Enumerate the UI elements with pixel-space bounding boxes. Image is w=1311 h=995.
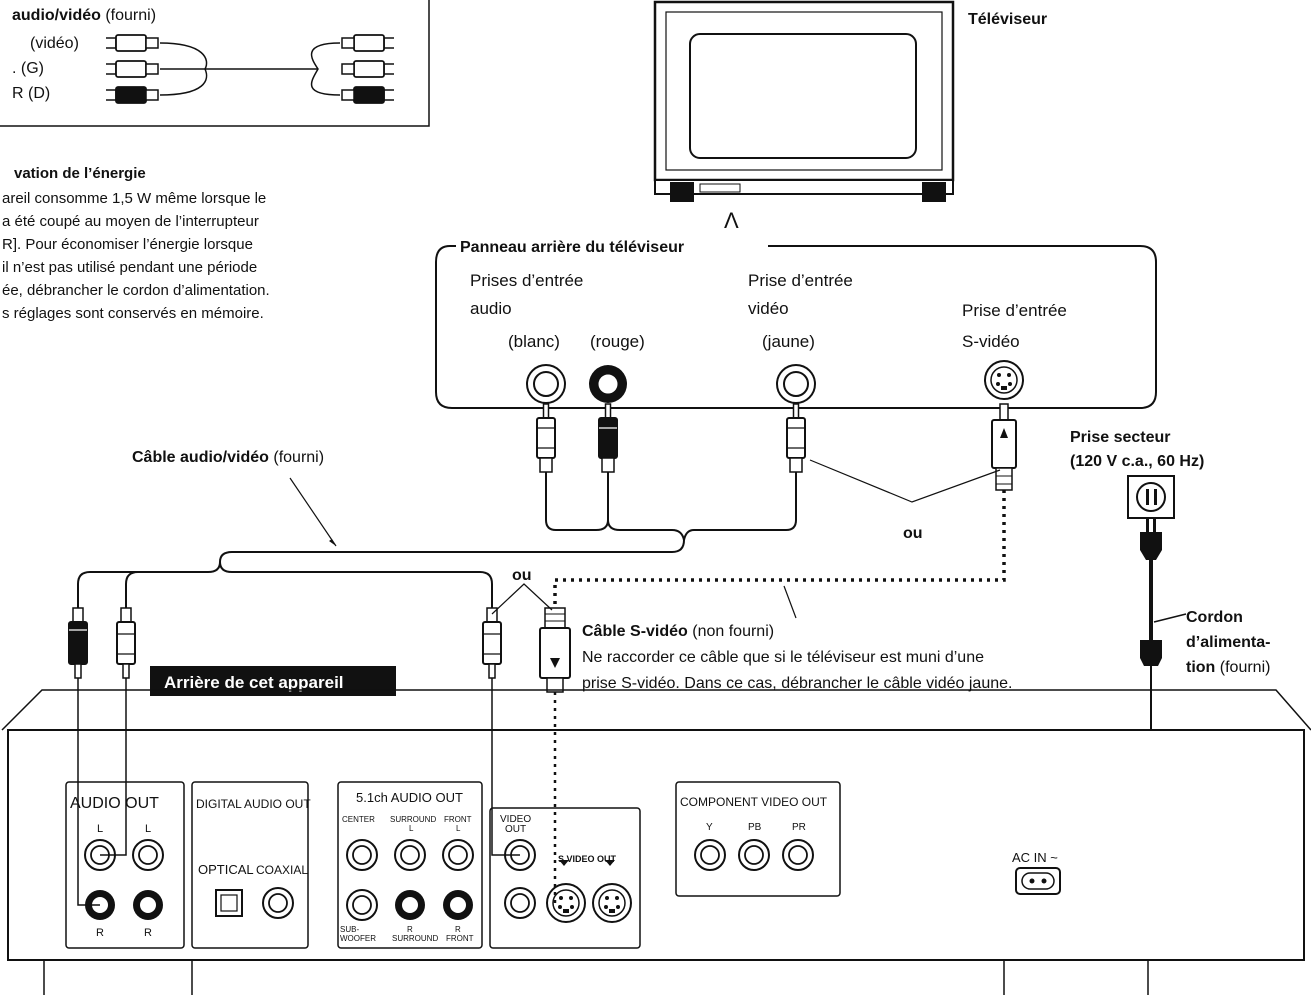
yellow-plug — [786, 403, 806, 473]
jack-label: CENTER — [342, 815, 375, 824]
tv-label: Téléviseur — [968, 11, 1047, 28]
unit-yellow-plug — [482, 607, 502, 679]
energy-title: vation de l’énergie — [14, 165, 146, 182]
inset-cable-box: audio/vidéo (fourni) (vidéo) . (G) R (D) — [0, 0, 430, 127]
inset-row-right: R (D) — [12, 85, 50, 102]
jack-label: SURROUND — [392, 934, 438, 943]
component-pb-jack — [738, 839, 770, 871]
jack-label: L — [145, 823, 151, 835]
svideo-input-label: Prise d’entrée — [962, 301, 1067, 320]
energy-line: s réglages sont conservés en mémoire. — [2, 305, 264, 322]
wall-outlet: Prise secteur (120 V c.a., 60 Hz) — [1070, 429, 1204, 519]
audio-out-label: AUDIO OUT — [70, 795, 159, 812]
white-label: (blanc) — [508, 332, 560, 351]
red-label: (rouge) — [590, 332, 645, 351]
energy-line: areil consomme 1,5 W même lorsque le — [2, 190, 266, 207]
coaxial-label: COAXIAL — [256, 863, 308, 877]
video-input-label: Prise d’entrée — [748, 271, 853, 290]
tv-rear-panel: Panneau arrière du téléviseur Prises d’e… — [435, 239, 1157, 409]
jack-label: L — [409, 824, 414, 833]
jack-label: PB — [748, 822, 762, 833]
front-r-jack — [443, 890, 473, 920]
cord-label: Cordon — [1186, 609, 1243, 626]
digital-audio-label: DIGITAL AUDIO OUT — [196, 797, 311, 811]
inset-row-video: (vidéo) — [30, 35, 79, 52]
video-out-label: OUT — [505, 824, 526, 835]
energy-line: ée, débrancher le cordon d’alimentation. — [2, 282, 270, 299]
subwoofer-jack — [346, 889, 378, 921]
jack-label: L — [456, 824, 461, 833]
video-out-2-jack — [504, 887, 536, 919]
component-pr-jack — [782, 839, 814, 871]
yellow-label: (jaune) — [762, 332, 815, 351]
svideo-plug-tv — [991, 403, 1017, 491]
cord-label: tion (fourni) — [1186, 659, 1270, 676]
audio-input-label: Prises d’entrée — [470, 271, 583, 290]
av-cable-label: Câble audio/vidéo (fourni) — [132, 449, 324, 466]
component-label: COMPONENT VIDEO OUT — [680, 795, 828, 809]
jack-label: SURROUND — [390, 815, 436, 824]
tv-svideo-jack — [984, 360, 1024, 400]
or-label: ou — [903, 525, 923, 542]
inset-row-left: . (G) — [12, 60, 44, 77]
svideo-plug-unit — [539, 607, 571, 693]
jack-label: R — [96, 927, 104, 939]
svideo-out-1-jack — [546, 883, 586, 923]
jack-label: FRONT — [446, 934, 474, 943]
video-out-label: VIDEO — [500, 814, 531, 825]
outlet-label: Prise secteur — [1070, 429, 1171, 446]
tv-panel-title: Panneau arrière du téléviseur — [460, 239, 684, 256]
inset-title: audio/vidéo (fourni) — [12, 7, 156, 24]
unit-label: Arrière de cet appareil — [150, 666, 396, 696]
svideo-input-label: S-vidéo — [962, 332, 1020, 351]
energy-line: a été coupé au moyen de l’interrupteur — [2, 213, 259, 230]
front-l-jack — [442, 839, 474, 871]
center-jack — [346, 839, 378, 871]
svideo-out-label: S VIDEO OUT — [558, 854, 617, 864]
energy-line: R]. Pour économiser l’énergie lorsque — [2, 236, 253, 253]
optical-label: OPTICAL — [198, 862, 254, 877]
svideo-cable-label: Câble S-vidéo (non fourni) — [582, 623, 774, 640]
white-plug — [536, 403, 556, 473]
energy-line: il n’est pas utilisé pendant une période — [2, 259, 257, 276]
energy-note: vation de l’énergie areil consomme 1,5 W… — [2, 165, 270, 322]
jack-label: R — [144, 927, 152, 939]
power-cord: Cordon d’alimenta- tion (fourni) — [1058, 518, 1270, 881]
tv-video-jack — [776, 364, 816, 404]
television: Téléviseur Λ — [653, 0, 1047, 233]
audio-out-l2-jack — [132, 839, 164, 871]
outlet-label: (120 V c.a., 60 Hz) — [1070, 453, 1204, 470]
red-plug — [598, 403, 618, 473]
surround-l-jack — [394, 839, 426, 871]
component-y-jack — [694, 839, 726, 871]
jack-label: Y — [706, 822, 713, 833]
unit-red-plug — [68, 607, 88, 679]
cord-label: d’alimenta- — [1186, 634, 1270, 651]
audio-input-label: audio — [470, 299, 512, 318]
or-label-unit: ou — [512, 567, 532, 584]
coaxial-jack — [262, 887, 294, 919]
unit-label-text: Arrière de cet appareil — [164, 673, 344, 692]
svideo-note: Ne raccorder ce câble que si le télévise… — [582, 649, 984, 666]
tv-arrow: Λ — [724, 208, 739, 233]
jack-label: SUB- — [340, 925, 359, 934]
video-input-label: vidéo — [748, 299, 789, 318]
jack-label: R — [455, 925, 461, 934]
jack-label: PR — [792, 822, 806, 833]
ch51-label: 5.1ch AUDIO OUT — [356, 790, 463, 805]
audio-out-r2-jack — [133, 890, 163, 920]
jack-label: L — [97, 823, 103, 835]
jack-label: R — [407, 925, 413, 934]
svideo-note: prise S-vidéo. Dans ce cas, débrancher l… — [582, 675, 1012, 692]
jack-label: WOOFER — [340, 934, 376, 943]
jack-label: FRONT — [444, 815, 472, 824]
ac-in-label: AC IN ~ — [1012, 850, 1058, 865]
unit-white-plug — [116, 607, 136, 679]
svideo-out-2-jack — [592, 883, 632, 923]
tv-audio-red-jack — [588, 364, 628, 404]
tv-audio-white-jack — [526, 364, 566, 404]
unit-rear: AUDIO OUT L L R R DIGITAL AUDIO OUT OPTI… — [1, 689, 1311, 995]
surround-r-jack — [395, 890, 425, 920]
